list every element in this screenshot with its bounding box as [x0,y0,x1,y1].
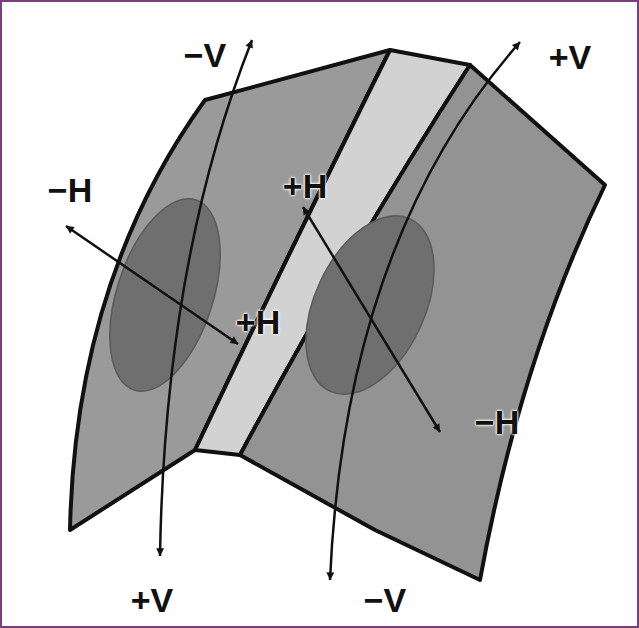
axis-label: −V [184,38,227,72]
axis-label: +V [131,583,174,617]
axis-label: −V [364,583,407,617]
axis-label: +H [283,169,327,203]
dark-ellipse [280,196,460,415]
axis-label: −H [48,173,92,207]
axis-label: +H [236,305,280,339]
vertical-arrow [160,40,252,556]
axis-label: +V [549,40,592,74]
horizontal-arrow [303,207,440,432]
horizontal-arrow [66,226,238,344]
right-panel [240,65,605,580]
vertical-arrow [330,42,520,580]
axis-label: −H [475,405,519,439]
